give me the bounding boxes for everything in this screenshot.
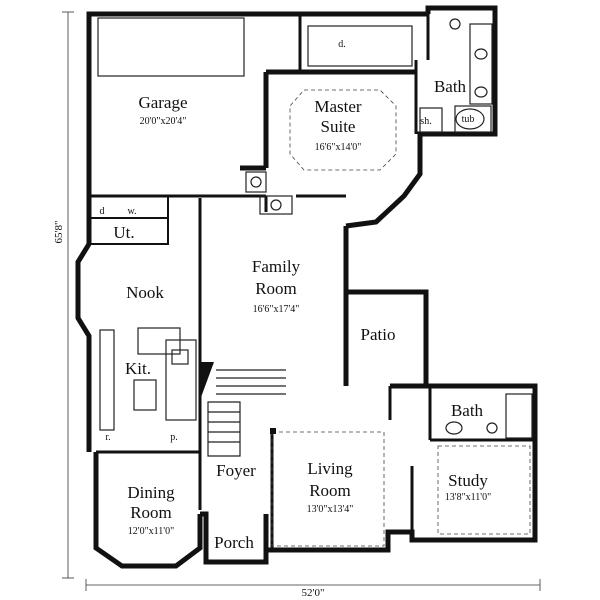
living-dim: 13'0"x13'4" xyxy=(307,504,354,515)
garage-name: Garage xyxy=(138,93,187,112)
pantry-label: p. xyxy=(170,432,178,443)
fireplace xyxy=(259,195,293,215)
tub-label: tub xyxy=(462,114,475,125)
living-name-2: Room xyxy=(309,481,351,500)
study-bookshelf xyxy=(437,445,531,535)
dining-name-2: Room xyxy=(130,503,172,522)
washer-label: w. xyxy=(127,206,136,217)
study-name: Study xyxy=(448,471,488,490)
patio-name: Patio xyxy=(361,325,396,344)
refrigerator-label: r. xyxy=(105,432,110,443)
master-name-1: Master xyxy=(314,97,362,116)
study-dim: 13'8"x11'0" xyxy=(445,492,491,503)
garage-dim: 20'0"x20'4" xyxy=(140,116,187,127)
master-name-2: Suite xyxy=(321,117,356,136)
nook-name: Nook xyxy=(126,283,164,302)
dimension-lines xyxy=(62,11,541,591)
column xyxy=(270,428,276,434)
dining-dim: 12'0"x11'0" xyxy=(128,526,174,537)
shower-label: sh. xyxy=(420,116,431,127)
master-bath-name: Bath xyxy=(434,77,467,96)
depth-dimension: 65'8" xyxy=(53,221,65,244)
bath2-fixtures xyxy=(445,393,533,439)
bath2-name: Bath xyxy=(451,401,484,420)
dryer-label: d xyxy=(100,206,105,217)
dining-name-1: Dining xyxy=(127,483,175,502)
living-name-1: Living xyxy=(307,459,353,478)
garage-door xyxy=(97,17,245,77)
closet-label: d. xyxy=(338,39,346,50)
width-dimension: 52'0" xyxy=(302,587,325,599)
porch-name: Porch xyxy=(214,533,254,552)
wh-unit xyxy=(245,171,267,193)
family-name-2: Room xyxy=(255,279,297,298)
master-dim: 16'6"x14'0" xyxy=(315,142,362,153)
master-closet xyxy=(307,25,413,67)
ut-name: Ut. xyxy=(113,223,134,242)
master-ceiling-outline xyxy=(289,89,397,171)
exterior-walls xyxy=(75,5,538,569)
kitchen-counters xyxy=(99,327,197,431)
foyer-name: Foyer xyxy=(216,461,256,480)
stairs xyxy=(200,362,286,457)
living-ceiling-outline xyxy=(271,431,385,547)
family-name-1: Family xyxy=(252,257,301,276)
family-dim: 16'6"x17'4" xyxy=(253,304,300,315)
kit-name: Kit. xyxy=(125,359,151,378)
master-bath-fixtures xyxy=(419,18,493,133)
